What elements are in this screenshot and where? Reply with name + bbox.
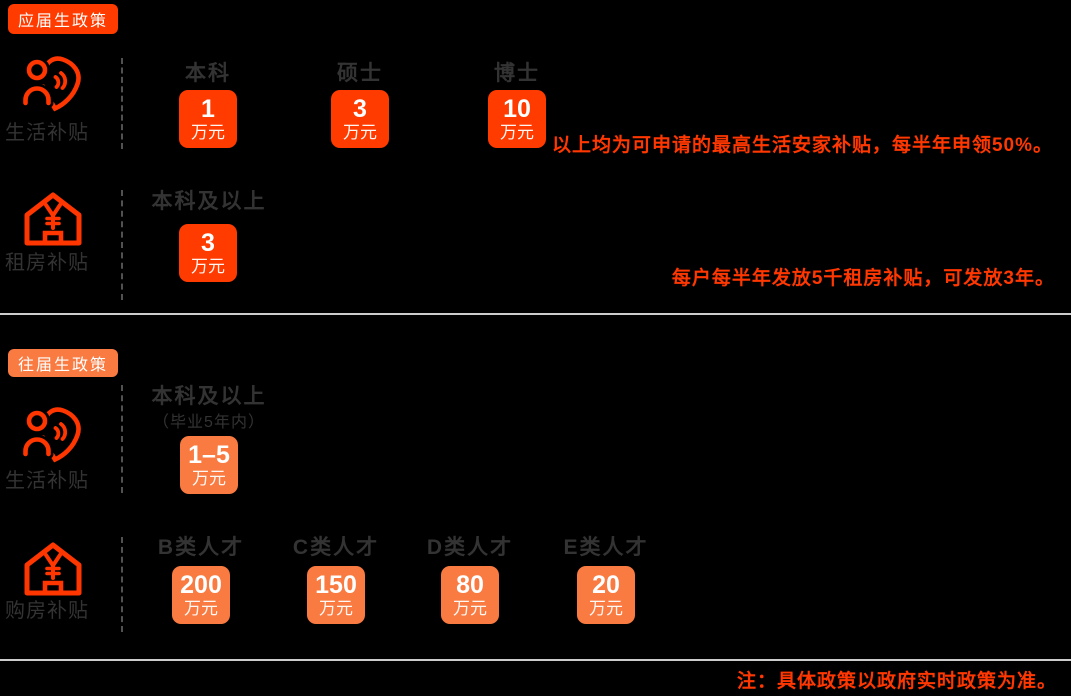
purchase-subsidy-label: 购房补贴 [5, 600, 89, 622]
living-subsidy-label: 生活补贴 [5, 122, 89, 144]
house-yen-icon [21, 190, 85, 250]
fresh-policy-badge: 应届生政策 [8, 4, 118, 34]
dashed-divider [121, 58, 123, 149]
care-people-heart-icon [22, 406, 86, 464]
care-people-heart-icon [22, 55, 86, 113]
column-subheader-within-5-years: （毕业5年内） [153, 414, 265, 431]
value-amount: 150 [315, 570, 357, 599]
value-box-master-living: 3 万元 [331, 90, 389, 148]
column-header-talent-e: E类人才 [563, 536, 649, 559]
value-box-talent-e: 20 万元 [577, 566, 635, 624]
footer-note: 注：具体政策以政府实时政策为准。 [736, 671, 1057, 692]
section-divider [0, 313, 1071, 315]
value-box-bachelor-living: 1 万元 [179, 90, 237, 148]
column-header-bachelor: 本科 [185, 62, 231, 85]
value-unit: 万元 [319, 598, 353, 618]
rent-subsidy-note: 每户每半年发放5千租房补贴，可发放3年。 [671, 268, 1055, 289]
footer-divider [0, 659, 1071, 661]
rent-subsidy-label: 租房补贴 [5, 252, 89, 274]
value-amount: 10 [503, 94, 531, 123]
value-unit: 万元 [453, 598, 487, 618]
value-unit: 万元 [191, 256, 225, 276]
value-box-talent-b: 200 万元 [172, 566, 230, 624]
dashed-divider [121, 190, 123, 300]
value-unit: 万元 [184, 598, 218, 618]
value-amount: 1 [201, 94, 215, 123]
value-amount: 3 [353, 94, 367, 123]
column-header-talent-d: D类人才 [426, 536, 514, 559]
value-unit: 万元 [343, 122, 377, 142]
value-amount: 20 [592, 570, 620, 599]
value-amount: 1–5 [188, 440, 230, 469]
value-amount: 200 [180, 570, 222, 599]
dashed-divider [121, 537, 123, 632]
value-unit: 万元 [500, 122, 534, 142]
living-subsidy-label: 生活补贴 [5, 470, 89, 492]
value-box-talent-c: 150 万元 [307, 566, 365, 624]
previous-policy-badge: 往届生政策 [8, 349, 118, 377]
value-amount: 3 [201, 228, 215, 257]
column-header-bachelor-and-above: 本科及以上 [151, 190, 267, 213]
value-unit: 万元 [191, 122, 225, 142]
column-header-master: 硕士 [337, 62, 383, 85]
value-box-previous-living: 1–5 万元 [180, 436, 238, 494]
column-header-talent-c: C类人才 [292, 536, 380, 559]
dashed-divider [121, 385, 123, 493]
living-subsidy-note: 以上均为可申请的最高生活安家补贴，每半年申领50%。 [551, 135, 1053, 156]
value-box-rent: 3 万元 [179, 224, 237, 282]
column-header-phd: 博士 [494, 62, 540, 85]
column-header-talent-b: B类人才 [157, 536, 245, 559]
value-unit: 万元 [192, 468, 226, 488]
value-box-phd-living: 10 万元 [488, 90, 546, 148]
value-amount: 80 [456, 570, 484, 599]
value-box-talent-d: 80 万元 [441, 566, 499, 624]
value-unit: 万元 [589, 598, 623, 618]
column-header-bachelor-and-above: 本科及以上 [151, 385, 267, 408]
house-yen-icon [21, 540, 85, 600]
